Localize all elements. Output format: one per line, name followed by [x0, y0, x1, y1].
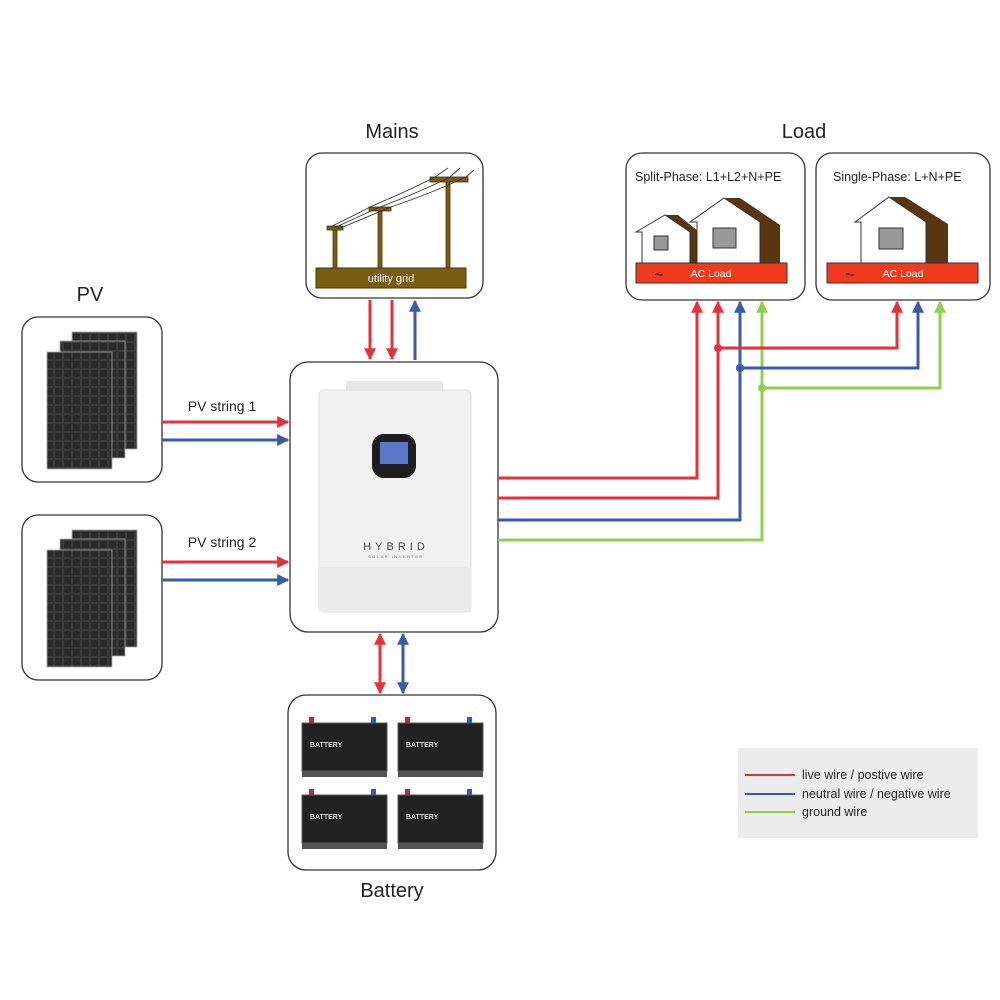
single-phase-neutral-wire [740, 300, 924, 370]
split-phase-title: Split-Phase: L1+L2+N+PE [635, 170, 781, 184]
battery-icon: BATTERY [397, 789, 484, 849]
load-l2-wire [498, 300, 724, 500]
pv-array-box-1 [21, 316, 163, 483]
split-phase-load-box: Split-Phase: L1+L2+N+PE ⏦ AC Load [625, 152, 806, 301]
mains-box: utility grid [305, 152, 484, 299]
junction-dot [758, 384, 766, 392]
hybrid-inverter-box: HYBRID SOLAR INVERTER [289, 361, 499, 633]
ac-load-bar [635, 262, 788, 284]
mains-title: Mains [365, 121, 418, 143]
pv-title: PV [77, 284, 104, 306]
wires [162, 299, 946, 695]
battery-bank-box: BATTERY BATTERY BATTERY BATTERY [287, 694, 497, 871]
single-phase-load-box: Single-Phase: L+N+PE ⏦ AC Load [815, 152, 991, 301]
legend-label-neutral: neutral wire / negative wire [802, 787, 951, 801]
svg-text:BATTERY: BATTERY [310, 814, 343, 821]
solar-panel-icon [46, 529, 138, 668]
load-neutral-wire [498, 300, 746, 522]
junction-dot [714, 344, 722, 352]
ac-wave-icon: ⏦ [654, 267, 664, 281]
house-icon [853, 196, 948, 264]
junction-dot [736, 364, 744, 372]
legend: live wire / postive wire neutral wire / … [738, 748, 978, 838]
utility-grid-bar [315, 267, 467, 289]
battery-icon: BATTERY [301, 789, 388, 849]
ac-load-label: AC Load [883, 268, 924, 280]
svg-text:BATTERY: BATTERY [406, 814, 439, 821]
load-l1-wire [498, 300, 703, 480]
svg-text:BATTERY: BATTERY [406, 742, 439, 749]
svg-text:BATTERY: BATTERY [310, 742, 343, 749]
utility-grid-label: utility grid [368, 273, 414, 285]
inverter-subtitle: SOLAR INVERTER [368, 554, 424, 559]
pv-string-1-label: PV string 1 [188, 398, 257, 414]
single-phase-ground-wire [762, 300, 946, 390]
battery-icon: BATTERY [301, 717, 388, 777]
ac-wave-icon: ⏦ [845, 267, 855, 281]
load-ground-wire [498, 300, 768, 542]
single-phase-live-wire [718, 300, 903, 350]
battery-icon: BATTERY [397, 717, 484, 777]
legend-label-live: live wire / postive wire [802, 768, 924, 782]
load-title: Load [782, 121, 827, 143]
legend-label-ground: ground wire [802, 805, 867, 819]
pv-string-2-label: PV string 2 [188, 534, 257, 550]
pv-array-box-2 [21, 514, 163, 681]
battery-title: Battery [360, 880, 423, 902]
ac-load-bar [826, 262, 979, 284]
single-phase-title: Single-Phase: L+N+PE [833, 170, 962, 184]
ac-load-label: AC Load [691, 268, 732, 280]
inverter-brand: HYBRID [363, 541, 429, 553]
solar-panel-icon [46, 331, 138, 470]
